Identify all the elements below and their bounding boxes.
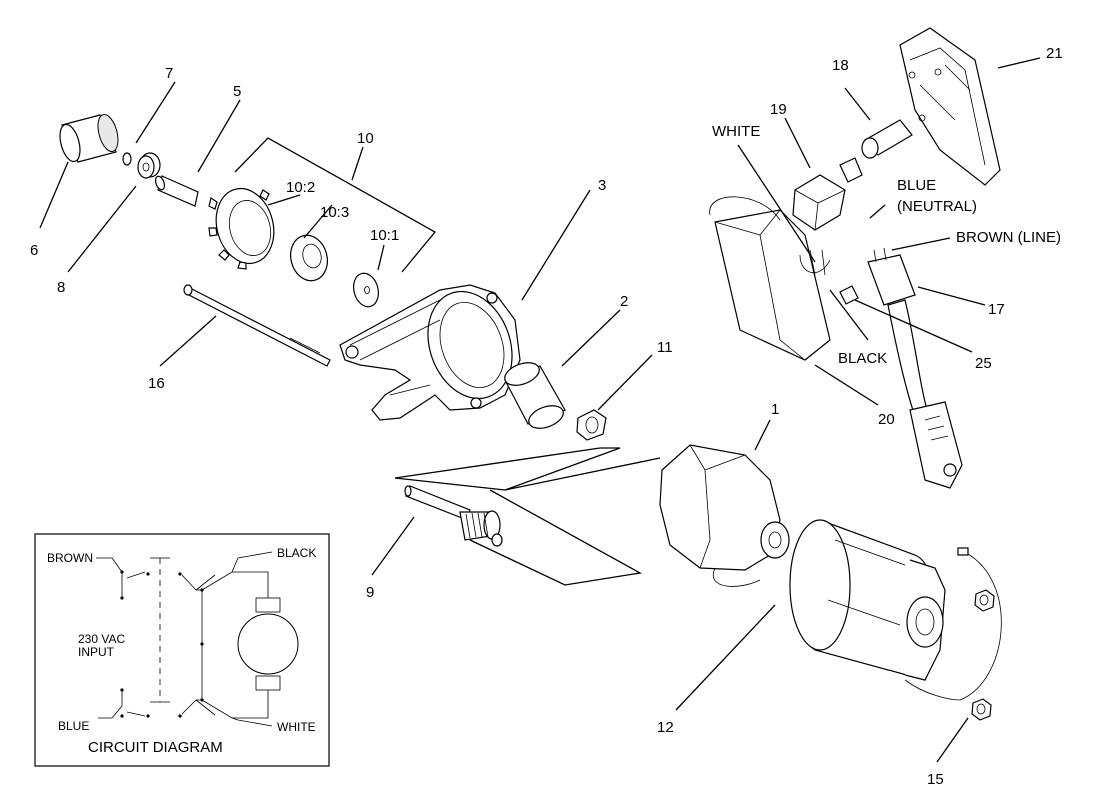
circuit-label-blue: BLUE	[58, 719, 89, 733]
callout-10-3: 10:3	[320, 204, 349, 221]
wire-label-brown-line: BROWN (LINE)	[956, 229, 1061, 246]
part-12-motor	[789, 519, 1002, 701]
wire-label-blue: BLUE	[897, 177, 936, 194]
callout-5: 5	[233, 83, 241, 100]
wire-label-black: BLACK	[838, 350, 887, 367]
part-25-connector	[839, 285, 859, 305]
callout-numbers: 7 5 10 10:2 10:3 10:1 6 8 3 2 11 16 1 9 …	[30, 45, 1063, 788]
part-7-ring	[122, 152, 132, 166]
circuit-diagram-title: CIRCUIT DIAGRAM	[88, 739, 223, 756]
callout-10: 10	[357, 130, 374, 147]
part-5-pin	[154, 175, 199, 207]
part-10-1-disc	[353, 272, 379, 308]
part-10-2-gear-cage	[208, 187, 275, 270]
circuit-diagram: BROWN BLACK 230 VAC INPUT BLUE WHITE CIR…	[34, 533, 330, 767]
callout-12: 12	[657, 719, 674, 736]
wire-label-white: WHITE	[712, 123, 760, 140]
motor-symbol	[237, 613, 299, 675]
leader-lines	[39, 57, 1041, 763]
callout-15: 15	[927, 771, 944, 788]
part-17-plug-cord	[867, 247, 963, 489]
circuit-label-input-2: INPUT	[78, 645, 115, 659]
callout-7: 7	[165, 65, 173, 82]
circuit-label-black: BLACK	[277, 546, 316, 560]
part-11-nut	[576, 409, 607, 441]
part-21-cover	[899, 27, 1001, 186]
callout-10-2: 10:2	[286, 179, 315, 196]
part-19-switch	[792, 157, 863, 231]
part-6-sleeve	[59, 114, 119, 163]
callout-9: 9	[366, 584, 374, 601]
part-3-gear-housing	[339, 284, 521, 421]
part-9-shaft	[404, 485, 503, 547]
callout-21: 21	[1046, 45, 1063, 62]
wire-labels: WHITE BLUE (NEUTRAL) BROWN (LINE) BLACK	[712, 123, 1061, 367]
part-10-3-washer	[290, 234, 328, 282]
callout-8: 8	[57, 279, 65, 296]
callout-11: 11	[657, 339, 673, 356]
part-15-nut	[971, 589, 995, 721]
circuit-label-input-1: 230 VAC	[78, 632, 125, 646]
circuit-label-brown: BROWN	[47, 551, 93, 565]
callout-6: 6	[30, 242, 38, 259]
callout-17: 17	[988, 301, 1005, 318]
part-16-rod	[183, 284, 331, 367]
part-2-bushing	[504, 362, 566, 429]
circuit-label-white: WHITE	[277, 720, 316, 734]
callout-18: 18	[832, 57, 849, 74]
part-8-bearing	[137, 152, 161, 179]
callout-25: 25	[975, 355, 992, 372]
part-1-gear-case	[659, 444, 790, 587]
callout-10-1: 10:1	[370, 227, 399, 244]
group-bracket-lines	[234, 137, 661, 586]
callout-1: 1	[771, 401, 779, 418]
wire-label-neutral: (NEUTRAL)	[897, 198, 977, 215]
callout-2: 2	[620, 293, 628, 310]
callout-19: 19	[770, 101, 787, 118]
part-18-boot	[861, 119, 913, 159]
callout-16: 16	[148, 375, 165, 392]
callout-3: 3	[598, 177, 606, 194]
callout-20: 20	[878, 411, 895, 428]
